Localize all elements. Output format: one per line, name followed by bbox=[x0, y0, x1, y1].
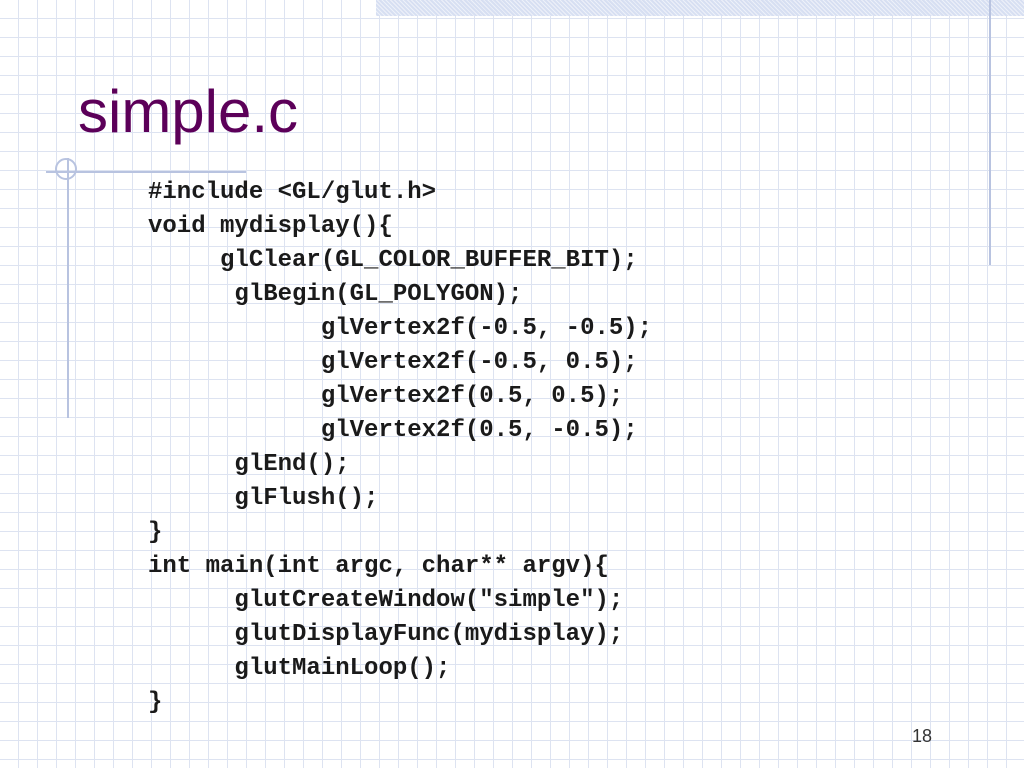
code-line: int main(int argc, char** argv){ bbox=[148, 553, 609, 580]
title-underline-rule bbox=[46, 171, 246, 173]
code-line: glutMainLoop(); bbox=[148, 655, 451, 682]
code-line: glVertex2f(-0.5, -0.5); bbox=[148, 315, 653, 342]
slide-title: simple.c bbox=[78, 78, 299, 145]
code-line: glFlush(); bbox=[148, 485, 379, 512]
decorative-ring-icon bbox=[55, 158, 77, 180]
right-decorative-rule bbox=[989, 0, 991, 265]
code-line: glClear(GL_COLOR_BUFFER_BIT); bbox=[148, 247, 638, 274]
code-line: #include <GL/glut.h> bbox=[148, 179, 437, 206]
code-line: } bbox=[148, 519, 163, 546]
code-line: glVertex2f(-0.5, 0.5); bbox=[148, 349, 638, 376]
code-line: glBegin(GL_POLYGON); bbox=[148, 281, 523, 308]
page-number: 18 bbox=[912, 726, 933, 746]
code-block: #include <GL/glut.h> void mydisplay(){ g… bbox=[148, 176, 652, 720]
code-line: glVertex2f(0.5, 0.5); bbox=[148, 383, 624, 410]
left-decorative-rule bbox=[67, 158, 69, 418]
code-line: glVertex2f(0.5, -0.5); bbox=[148, 417, 638, 444]
code-line: glutDisplayFunc(mydisplay); bbox=[148, 621, 624, 648]
code-line: glEnd(); bbox=[148, 451, 350, 478]
top-decorative-band bbox=[376, 0, 1024, 16]
code-line: glutCreateWindow("simple"); bbox=[148, 587, 624, 614]
code-line: } bbox=[148, 689, 163, 716]
code-line: void mydisplay(){ bbox=[148, 213, 393, 240]
